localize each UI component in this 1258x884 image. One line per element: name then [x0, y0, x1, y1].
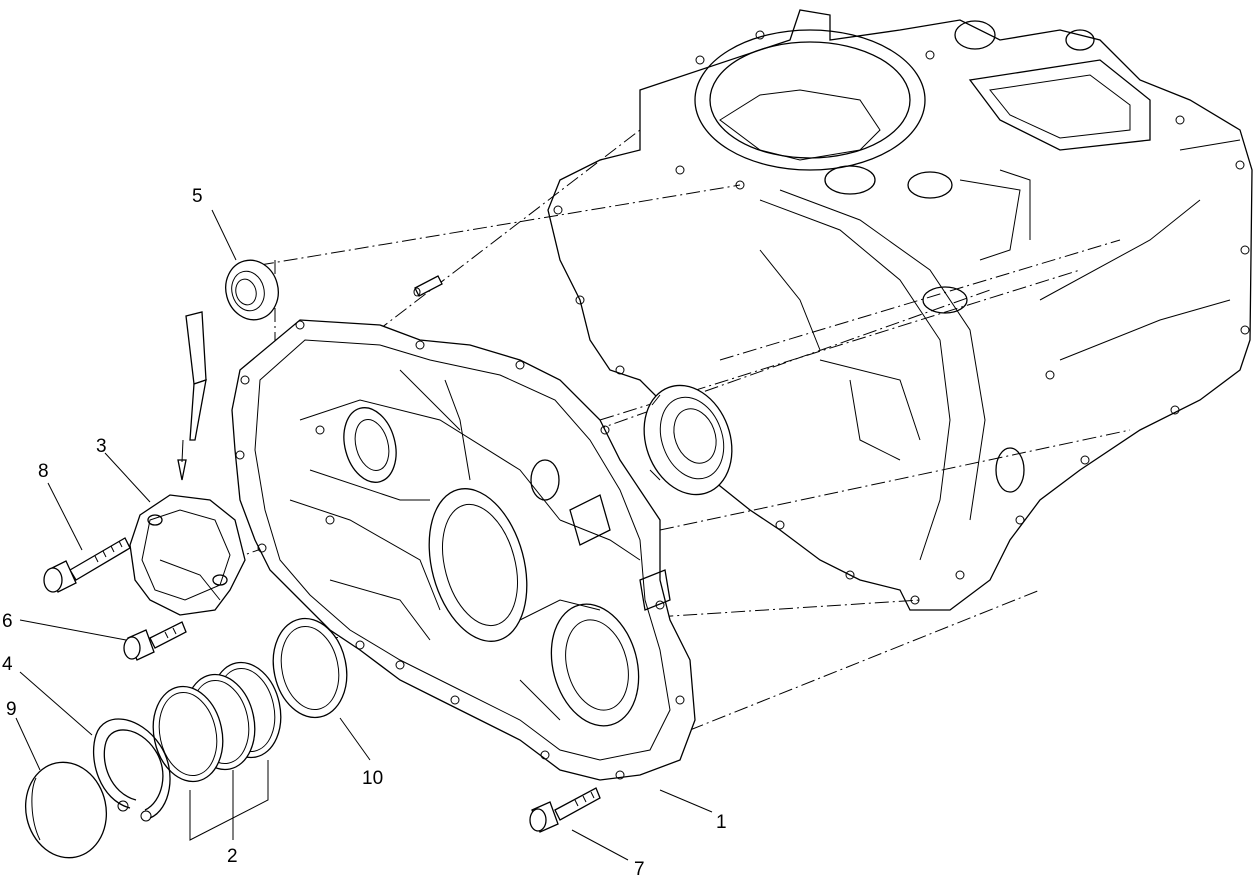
callout-8: 8	[38, 461, 49, 482]
shim-ring-part-10	[272, 617, 348, 719]
callout-3: 3	[96, 436, 107, 457]
callout-9: 9	[6, 699, 17, 720]
dipstick-tool	[177, 311, 207, 481]
housing-bolt-holes	[553, 30, 1250, 605]
dowel-pin	[413, 275, 443, 297]
callout-2: 2	[227, 846, 238, 867]
callout-1: 1	[716, 812, 727, 833]
cap-housing-part-3	[129, 494, 246, 616]
leader-lines	[15, 209, 713, 861]
callout-10: 10	[362, 768, 383, 789]
callout-6: 6	[2, 611, 13, 632]
transmission-housing	[547, 9, 1253, 611]
bolt-part-6	[123, 621, 187, 661]
bolt-part-8	[43, 537, 131, 593]
snap-ring-part-4	[92, 718, 171, 822]
bolt-part-7	[529, 787, 601, 833]
callout-7: 7	[634, 859, 645, 880]
bearing-center	[643, 384, 733, 496]
end-cap-part-9	[24, 761, 108, 859]
callout-5: 5	[192, 186, 203, 207]
callout-labels: 1 2 3 4 5 6 7 8 9 10	[2, 186, 727, 880]
callout-4: 4	[2, 654, 13, 675]
cover-bolt-holes	[235, 320, 685, 780]
spacer-rings-part-2	[152, 661, 282, 783]
cover-plate	[231, 319, 696, 781]
oil-seal-part-5	[225, 259, 279, 321]
